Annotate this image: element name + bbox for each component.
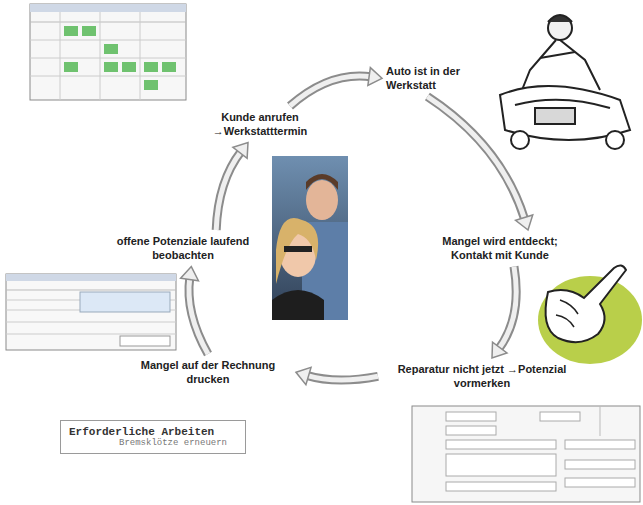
cycle-arrow [296, 367, 378, 384]
invoice-excerpt-box: Erforderliche ArbeitenBremsklötze erneue… [60, 420, 246, 454]
step-label: Kunde anrufen →Werkstatttermin [200, 110, 320, 139]
form-screenshot [412, 406, 640, 502]
step-label: Reparatur nicht jetzt →Potenzial vormerk… [382, 362, 582, 391]
node-subtext: Bremsklötze erneuern [69, 438, 237, 448]
step-label: Mangel auf der Rechnung drucken [124, 358, 292, 387]
node-text: Erforderliche Arbeiten [69, 426, 237, 438]
step-label: Auto ist in der Werkstatt [386, 64, 478, 93]
cycle-arrow [427, 97, 532, 230]
invoice-screenshot [6, 274, 176, 350]
node-text: offene Potenziale laufend beobachten [100, 234, 266, 263]
couple-photo [272, 156, 348, 320]
step-label: offene Potenziale laufend beobachten [100, 234, 266, 263]
node-text: Auto ist in der Werkstatt [386, 64, 478, 93]
node-text: Reparatur nicht jetzt →Potenzial vormerk… [382, 362, 582, 391]
cycle-arrow [181, 267, 208, 354]
cycle-arrow [290, 68, 382, 106]
cycle-arrow [216, 143, 248, 230]
pointing-hand-clipart [538, 265, 642, 364]
node-text: Mangel wird entdeckt; Kontakt mit Kunde [430, 234, 570, 263]
cycle-arrow [492, 267, 516, 358]
mechanic-clipart [500, 15, 630, 149]
calendar-screenshot [30, 4, 186, 100]
node-text: Mangel auf der Rechnung drucken [124, 358, 292, 387]
node-text: Kunde anrufen →Werkstatttermin [200, 110, 320, 139]
step-label: Mangel wird entdeckt; Kontakt mit Kunde [430, 234, 570, 263]
